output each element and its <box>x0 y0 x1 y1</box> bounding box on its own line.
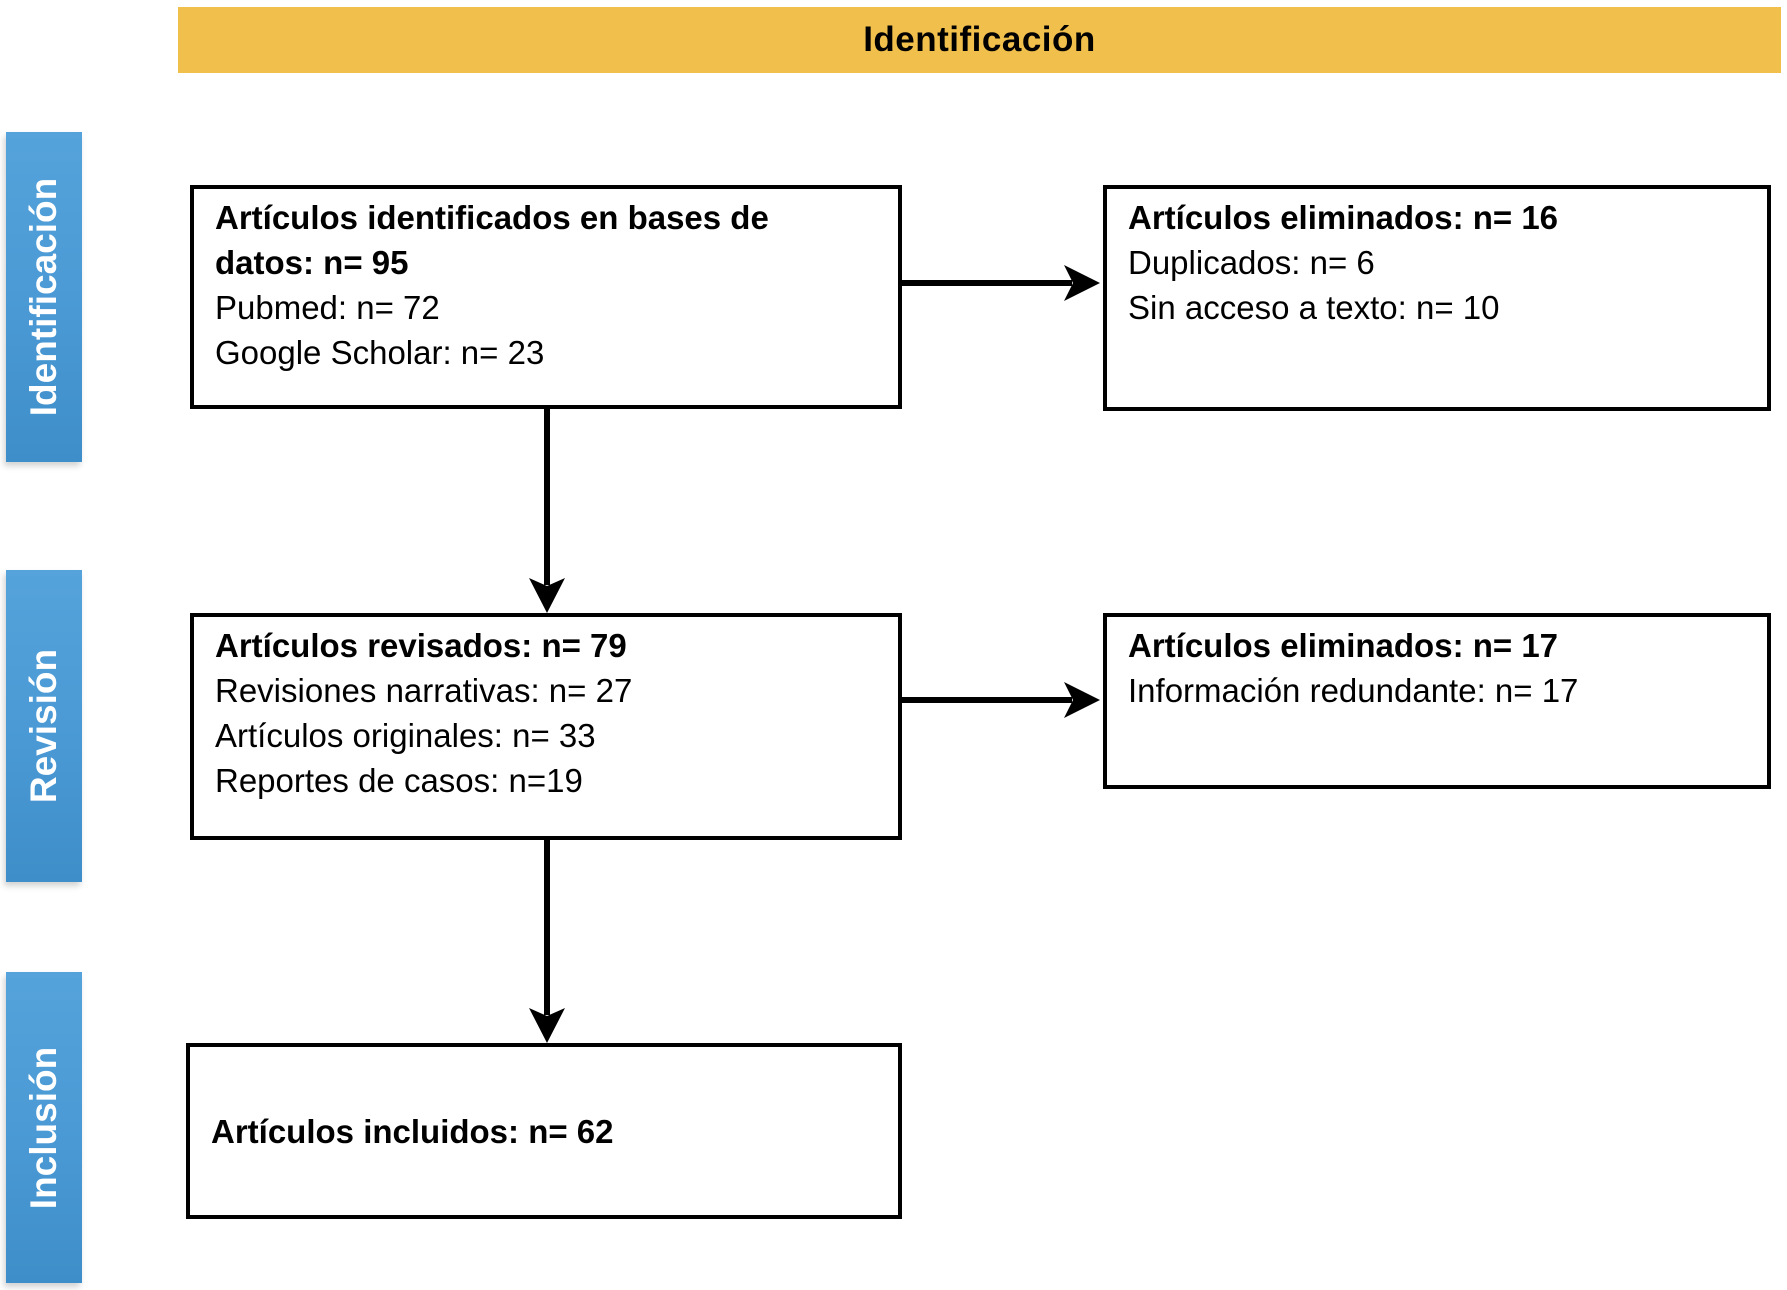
box-reviewed-line-original: Artículos originales: n= 33 <box>215 717 596 754</box>
box-included-articles: Artículos incluidos: n= 62 <box>186 1043 902 1219</box>
stage-label-inclusion: Inclusión <box>23 1046 64 1209</box>
arrow-identified-to-removed-head <box>1064 265 1100 301</box>
box-reviewed-title: Artículos revisados: n= 79 <box>215 627 627 664</box>
stage-label-identificacion: Identificación <box>23 177 64 417</box>
box-identified-articles: Artículos identificados en bases de dato… <box>190 185 902 409</box>
box-removed-first-line-duplicates: Duplicados: n= 6 <box>1128 244 1375 281</box>
stage-band-revision: Revisión <box>6 570 82 882</box>
box-included-title: Artículos incluidos: n= 62 <box>211 1112 614 1150</box>
box-reviewed-line-narrative: Revisiones narrativas: n= 27 <box>215 672 633 709</box>
arrow-reviewed-to-included-head <box>529 1008 565 1043</box>
box-reviewed-articles: Artículos revisados: n= 79 Revisiones na… <box>190 613 902 840</box>
box-removed-second-line-redundant: Información redundante: n= 17 <box>1128 672 1579 709</box>
box-removed-first-title: Artículos eliminados: n= 16 <box>1128 199 1559 236</box>
arrow-reviewed-to-removed-head <box>1064 682 1100 718</box>
stage-label-revision: Revisión <box>23 648 64 804</box>
stage-band-identificacion: Identificación <box>6 132 82 462</box>
header-banner: Identificación <box>178 7 1781 73</box>
banner-label: Identificación <box>863 20 1096 59</box>
box-identified-title: Artículos identificados en bases de dato… <box>215 199 769 281</box>
box-identified-line-pubmed: Pubmed: n= 72 <box>215 289 440 326</box>
box-identified-line-scholar: Google Scholar: n= 23 <box>215 334 545 371</box>
box-reviewed-line-cases: Reportes de casos: n=19 <box>215 762 583 799</box>
arrow-identified-to-reviewed-head <box>529 578 565 613</box>
box-removed-first: Artículos eliminados: n= 16 Duplicados: … <box>1103 185 1771 411</box>
box-removed-second: Artículos eliminados: n= 17 Información … <box>1103 613 1771 789</box>
stage-band-inclusion: Inclusión <box>6 972 82 1283</box>
box-removed-first-line-noaccess: Sin acceso a texto: n= 10 <box>1128 289 1500 326</box>
box-removed-second-title: Artículos eliminados: n= 17 <box>1128 627 1559 664</box>
